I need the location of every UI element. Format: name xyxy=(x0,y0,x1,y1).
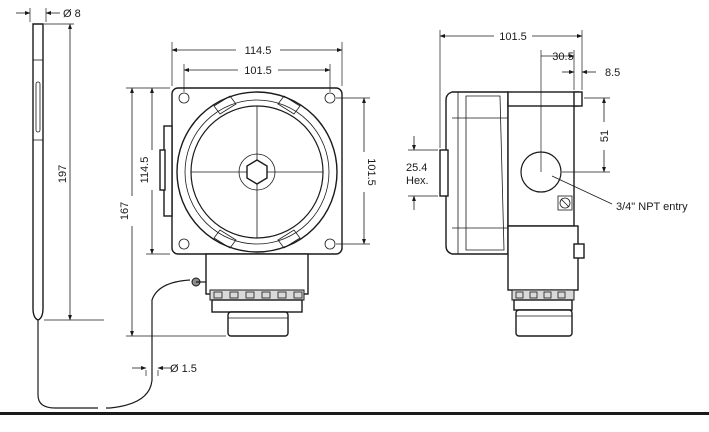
sensor-length-label: 197 xyxy=(57,165,69,183)
hex-size-value-label: 25.4 xyxy=(406,162,427,174)
npt-entry-label: 3/4" NPT entry xyxy=(616,201,688,213)
front-body-height-label: 114.5 xyxy=(139,157,151,184)
front-hole-spacing-height-label: 101.5 xyxy=(365,158,377,186)
hex-size-unit-label: Hex. xyxy=(406,175,429,187)
sensor-bulb xyxy=(16,8,104,321)
screw-row-side xyxy=(515,291,566,299)
side-view xyxy=(408,30,613,337)
capillary-tube xyxy=(37,279,191,409)
front-hole-spacing-width-label: 101.5 xyxy=(244,65,272,77)
side-entry-offset-label: 30.5 xyxy=(552,51,573,63)
sensor-diameter-label: Ø 8 xyxy=(63,8,81,20)
side-lug-width-label: 8.5 xyxy=(605,67,620,79)
side-depth-label: 101.5 xyxy=(499,31,527,43)
front-overall-height-label: 167 xyxy=(119,202,131,220)
screw-row-front xyxy=(213,291,303,299)
side-entry-height-label: 51 xyxy=(599,130,611,142)
front-view xyxy=(126,42,370,337)
front-overall-width-label: 114.5 xyxy=(245,45,272,57)
capillary-diameter-label: Ø 1.5 xyxy=(170,363,197,375)
bottom-rule xyxy=(0,412,709,415)
